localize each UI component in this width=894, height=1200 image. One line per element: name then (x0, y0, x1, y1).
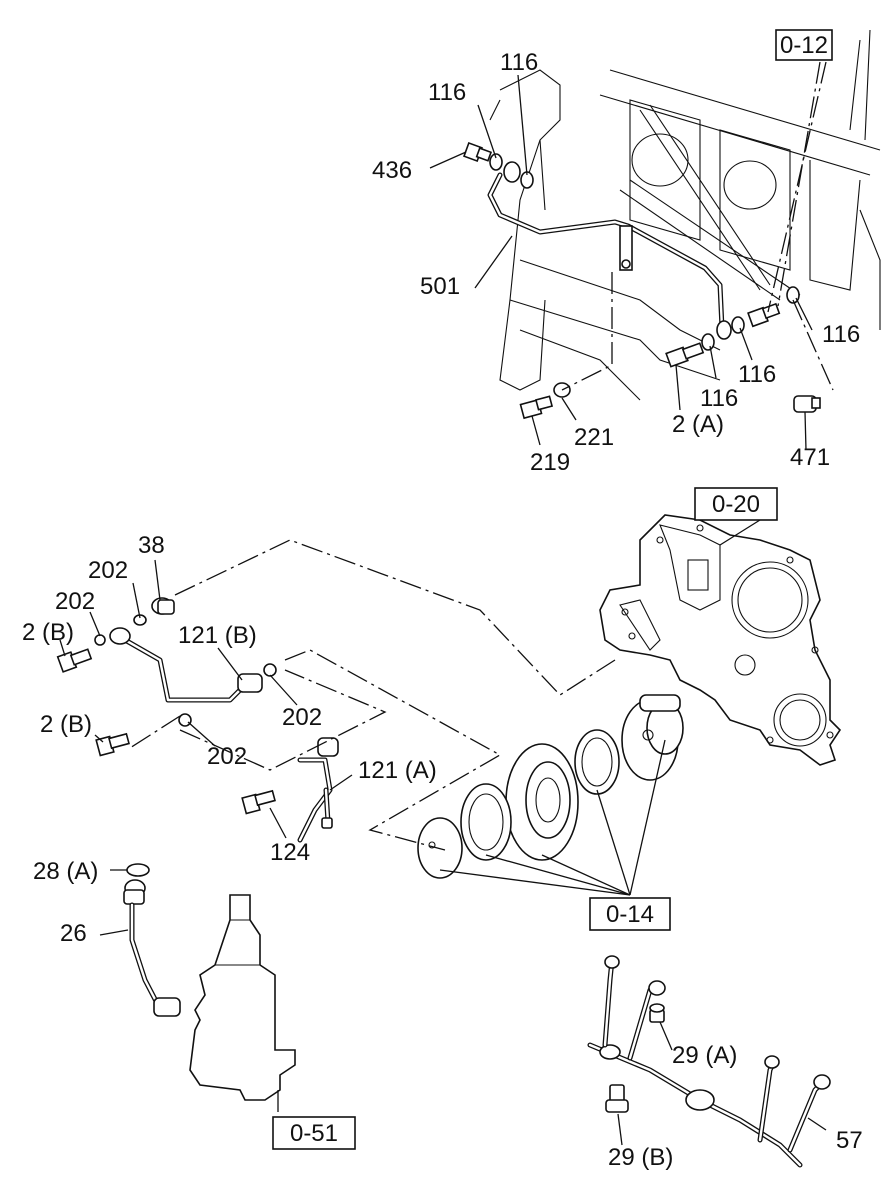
ref-0-51-label: 0-51 (290, 1120, 338, 1147)
label-116-c: 116 (822, 321, 860, 348)
label-202-b: 202 (55, 588, 95, 615)
ref-0-14-label: 0-14 (606, 901, 654, 928)
middle-leaders (59, 519, 761, 896)
label-26: 26 (60, 920, 87, 947)
label-57: 57 (836, 1127, 863, 1154)
label-2b-2: 2 (B) (40, 711, 92, 738)
label-221: 221 (574, 424, 614, 451)
label-116-a: 116 (428, 79, 466, 106)
label-116-b: 116 (500, 49, 538, 76)
ref-box-0-14[interactable]: 0-14 (589, 897, 671, 931)
label-121a: 121 (A) (358, 757, 437, 784)
label-124: 124 (270, 839, 310, 866)
label-202-a: 202 (88, 557, 128, 584)
label-116-d: 116 (738, 361, 776, 388)
ref-box-0-51[interactable]: 0-51 (272, 1116, 356, 1150)
label-202-c: 202 (282, 704, 322, 731)
oil-pipes-121 (56, 597, 339, 843)
oil-pump-parts (417, 694, 684, 879)
ref-box-0-12[interactable]: 0-12 (775, 29, 833, 61)
label-29a: 29 (A) (672, 1042, 737, 1069)
injection-pump (99, 863, 296, 1115)
label-116-e: 116 (700, 385, 738, 412)
oil-pipe-501 (487, 172, 725, 331)
top-fasteners (463, 142, 821, 420)
label-202-d: 202 (207, 743, 247, 770)
ref-0-20-label: 0-20 (712, 491, 760, 518)
label-121b: 121 (B) (178, 622, 257, 649)
label-471: 471 (790, 444, 830, 471)
ref-box-0-20[interactable]: 0-20 (694, 487, 778, 521)
label-501: 501 (420, 273, 460, 300)
ref-0-12-label: 0-12 (780, 32, 828, 59)
label-2a: 2 (A) (672, 411, 724, 438)
part-labels: 116 116 436 501 116 116 116 2 (A) 471 22… (22, 49, 863, 1171)
label-2b-1: 2 (B) (22, 619, 74, 646)
label-29b: 29 (B) (608, 1144, 673, 1171)
label-436: 436 (372, 157, 412, 184)
label-28a: 28 (A) (33, 858, 98, 885)
label-219: 219 (530, 449, 570, 476)
engine-block (489, 29, 881, 401)
leak-off-pipe (587, 955, 831, 1168)
label-38: 38 (138, 532, 165, 559)
top-leaders (429, 61, 834, 451)
